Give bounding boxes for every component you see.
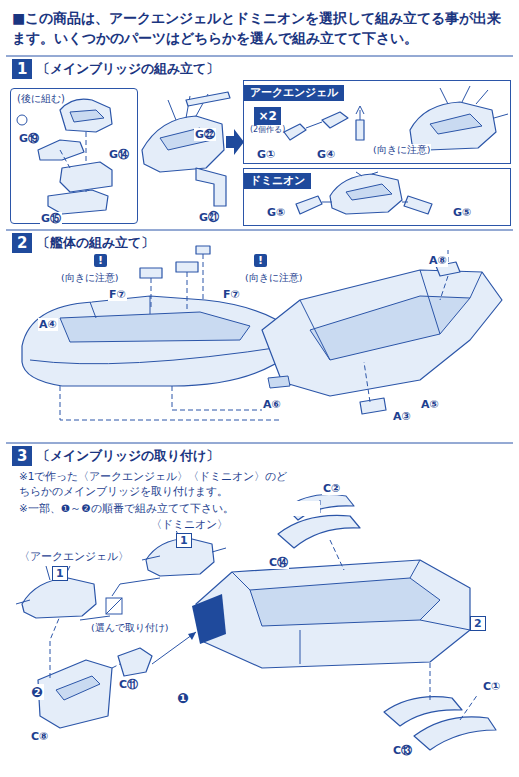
part-number: C① xyxy=(482,680,501,693)
part-number: G④ xyxy=(316,148,336,161)
hull-upper xyxy=(22,246,292,386)
step-badge: 1 xyxy=(12,59,32,79)
part-number: C⑭ xyxy=(268,556,289,569)
part-number: F⑦ xyxy=(222,288,241,301)
option-name: 〈アークエンジェル〉 xyxy=(18,550,130,563)
instruction-note: ※一部、❶～❷の順番で組み立てて下さい。 xyxy=(18,501,320,516)
main-bridge xyxy=(142,92,230,206)
divider xyxy=(6,56,513,57)
side-pods xyxy=(278,495,496,751)
divider xyxy=(6,443,513,444)
part-number: A⑧ xyxy=(428,254,448,267)
order-number: ❶ xyxy=(176,690,190,706)
dominion-parts xyxy=(296,172,432,214)
step-ref: 2 xyxy=(471,617,485,630)
inset-note: (後に組む) xyxy=(17,93,131,105)
part-number: A④ xyxy=(38,318,58,331)
part-number: A⑤ xyxy=(420,398,440,411)
part-number: G① xyxy=(256,148,276,161)
option-name: 〈ドミニオン〉 xyxy=(150,518,229,531)
quantity: ×2 xyxy=(254,107,280,125)
part-number: G⑲ xyxy=(18,132,40,145)
quantity-box: ×2(2個作る) xyxy=(250,105,285,135)
quantity-note: (2個作る) xyxy=(250,125,285,135)
step-number: 2 xyxy=(12,233,32,253)
part-number: G㉑ xyxy=(198,211,220,224)
part-number: G⑮ xyxy=(40,212,62,225)
part-number: C⑪ xyxy=(118,678,139,691)
caution-icon: ! xyxy=(94,254,107,267)
caution-note: (向きに注意) xyxy=(60,272,119,284)
hull-assembled xyxy=(192,560,470,668)
hull-lower xyxy=(60,250,502,420)
step-ref-box: 1 xyxy=(52,566,68,581)
step-ref: 1 xyxy=(53,567,67,580)
step-heading: 〔艦体の組み立て〕 xyxy=(36,234,155,252)
option-title: ドミニオン xyxy=(244,173,311,189)
caution-note: (向きに注意) xyxy=(372,144,431,156)
selection-note: (選んで取り付け) xyxy=(90,622,169,634)
step-badge: 3 xyxy=(12,446,32,466)
part-number: F⑦ xyxy=(108,288,127,301)
divider xyxy=(6,230,513,231)
step-badge: 2 xyxy=(12,233,32,253)
part-number: G⑤ xyxy=(452,206,472,219)
part-number: A⑥ xyxy=(262,398,282,411)
step-heading: 〔メインブリッジの取り付け〕 xyxy=(36,447,220,465)
step-number: 3 xyxy=(12,446,32,466)
part-number: G⑭ xyxy=(108,148,130,161)
bridge-parts xyxy=(17,99,112,214)
part-number: G㉒ xyxy=(194,128,216,141)
step-heading: 〔メインブリッジの組み立て〕 xyxy=(36,60,220,78)
part-number: A③ xyxy=(392,410,412,423)
caution-note: (向きに注意) xyxy=(244,272,303,284)
step-ref: 1 xyxy=(177,534,191,547)
step-arrow xyxy=(226,129,244,155)
page-heading: ■この商品は、アークエンジェルとドミニオンを選択して組み立てる事が出来ます。いく… xyxy=(12,8,512,48)
instruction-note: ※1で作った〈アークエンジェル〉〈ドミニオン〉のどちらかのメインブリッジを取り付… xyxy=(18,469,298,499)
part-number: C② xyxy=(322,482,341,495)
part-number: C⑧ xyxy=(30,730,49,743)
part-number: G⑤ xyxy=(266,206,286,219)
part-number: C⑬ xyxy=(392,744,413,757)
step-ref-box: 2 xyxy=(470,616,486,631)
option-title: アークエンジェル xyxy=(244,85,344,101)
caution-icon: ! xyxy=(254,254,267,267)
step-ref-box: 1 xyxy=(176,533,192,548)
step-number: 1 xyxy=(12,59,32,79)
order-number: ❷ xyxy=(30,684,44,700)
bridge-options xyxy=(16,530,226,728)
